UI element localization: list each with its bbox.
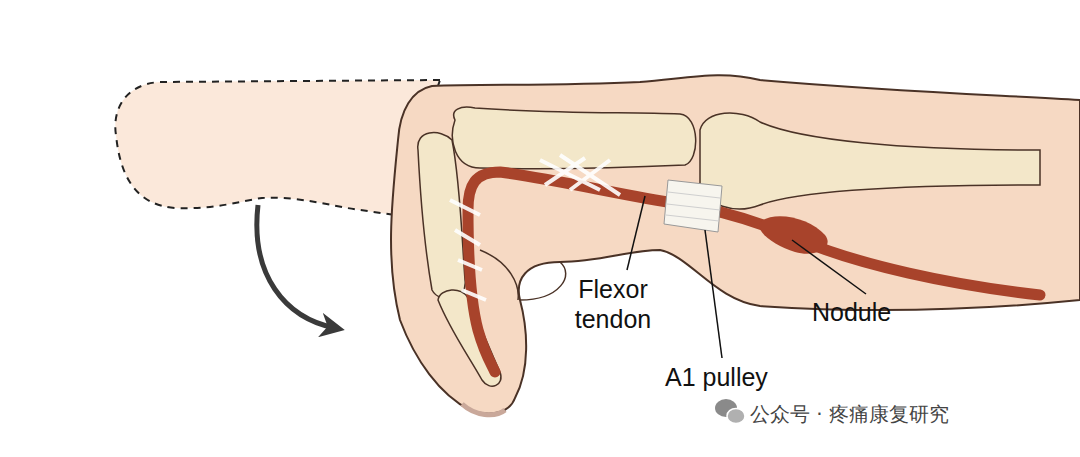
nail [462, 404, 505, 415]
hand-skin [391, 75, 1080, 413]
sheath-ligament [540, 155, 620, 195]
flexor-tendon [468, 172, 1040, 372]
leader-line [792, 240, 866, 294]
flexion-arrow [257, 205, 335, 328]
leader-line [627, 196, 645, 270]
wechat-icon [715, 399, 745, 424]
finger-pad [480, 250, 518, 300]
watermark: 公众号 · 疼痛康复研究 [750, 399, 949, 429]
middle-phalanx [418, 133, 465, 299]
part-label: Flexor tendon [552, 274, 674, 334]
tendon-nodule [759, 216, 827, 254]
leader-line [705, 230, 722, 358]
extended-finger-outline [115, 80, 440, 215]
a1-pulley [664, 180, 722, 232]
finger-pad [520, 262, 566, 300]
part-label: Nodule [812, 297, 891, 327]
proximal-phalanx [452, 107, 695, 169]
a1-pulley-fibers [666, 192, 720, 221]
part-label: A1 pulley [665, 362, 768, 392]
sheath-ligament [450, 200, 486, 300]
metacarpal-bone [700, 113, 1040, 209]
